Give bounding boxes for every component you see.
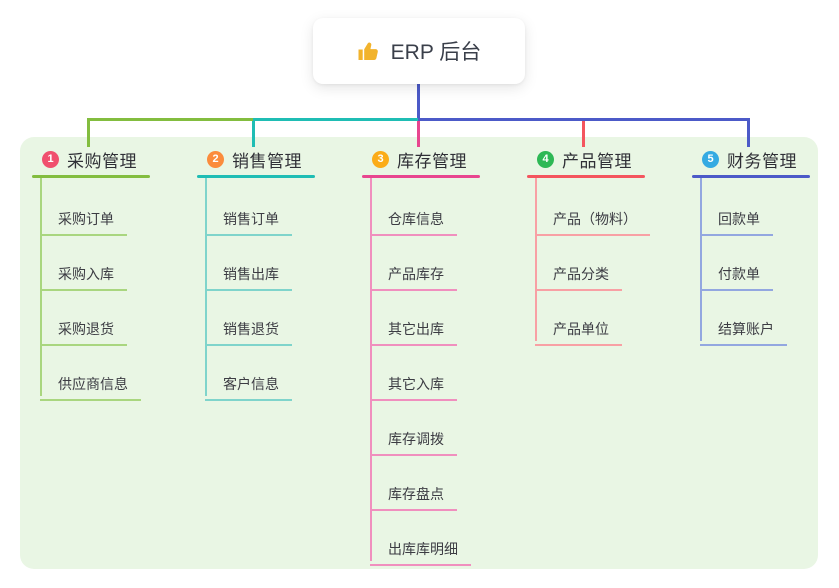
- node-child-3-5[interactable]: 库存调拨: [370, 423, 457, 456]
- branch-number-badge: 3: [372, 150, 389, 168]
- node-child-1-2[interactable]: 采购入库: [40, 258, 127, 291]
- node-child-5-1[interactable]: 回款单: [700, 203, 773, 236]
- root-node-erp-backend[interactable]: ERP 后台: [313, 18, 525, 84]
- branch-title-label: 库存管理: [397, 151, 467, 171]
- rail-segment-line: [253, 118, 420, 121]
- node-child-3-4[interactable]: 其它入库: [370, 368, 457, 401]
- branches-panel: [20, 137, 818, 569]
- node-child-4-2[interactable]: 产品分类: [535, 258, 622, 291]
- node-child-3-3[interactable]: 其它出库: [370, 313, 457, 346]
- node-child-3-7[interactable]: 出库库明细: [370, 533, 471, 566]
- node-child-1-3[interactable]: 采购退货: [40, 313, 127, 346]
- branch-drop-line: [581, 118, 585, 147]
- branch-underline: [692, 175, 810, 178]
- node-child-4-3[interactable]: 产品单位: [535, 313, 622, 346]
- branch-underline: [527, 175, 645, 178]
- branch-number-badge: 5: [702, 150, 719, 168]
- node-child-5-3[interactable]: 结算账户: [700, 313, 787, 346]
- branch-title-label: 销售管理: [232, 151, 302, 171]
- branch-drop-line: [746, 118, 750, 147]
- node-child-2-1[interactable]: 销售订单: [205, 203, 292, 236]
- node-child-1-4[interactable]: 供应商信息: [40, 368, 141, 401]
- node-child-5-2[interactable]: 付款单: [700, 258, 773, 291]
- branch-title-label: 财务管理: [727, 151, 797, 171]
- node-child-3-1[interactable]: 仓库信息: [370, 203, 457, 236]
- branch-drop-line: [416, 118, 420, 147]
- branch-children-vline: [40, 178, 42, 396]
- branch-underline: [197, 175, 315, 178]
- node-child-3-2[interactable]: 产品库存: [370, 258, 457, 291]
- node-branch-3[interactable]: 3 库存管理: [362, 146, 467, 172]
- branch-children-vline: [205, 178, 207, 396]
- node-branch-2[interactable]: 2 销售管理: [197, 146, 302, 172]
- node-child-2-3[interactable]: 销售退货: [205, 313, 292, 346]
- root-stem-line: [417, 84, 420, 118]
- thumbs-up-icon: [357, 39, 381, 63]
- rail-segment-line: [86, 118, 254, 121]
- node-child-4-1[interactable]: 产品（物料）: [535, 203, 650, 236]
- rail-segment-line: [418, 118, 750, 121]
- branch-children-vline: [370, 178, 372, 561]
- node-child-2-4[interactable]: 客户信息: [205, 368, 292, 401]
- branch-drop-line: [251, 118, 255, 147]
- branch-title-label: 采购管理: [67, 151, 137, 171]
- branch-number-badge: 1: [42, 150, 59, 168]
- node-branch-4[interactable]: 4 产品管理: [527, 146, 632, 172]
- branch-underline: [362, 175, 480, 178]
- node-branch-5[interactable]: 5 财务管理: [692, 146, 797, 172]
- node-child-2-2[interactable]: 销售出库: [205, 258, 292, 291]
- branch-underline: [32, 175, 150, 178]
- branch-number-badge: 2: [207, 150, 224, 168]
- node-branch-1[interactable]: 1 采购管理: [32, 146, 137, 172]
- branch-title-label: 产品管理: [562, 151, 632, 171]
- branch-children-vline: [535, 178, 537, 341]
- branch-number-badge: 4: [537, 150, 554, 168]
- branch-children-vline: [700, 178, 702, 341]
- branch-drop-line: [86, 118, 90, 147]
- node-child-1-1[interactable]: 采购订单: [40, 203, 127, 236]
- root-node-label: ERP 后台: [390, 41, 482, 64]
- node-child-3-6[interactable]: 库存盘点: [370, 478, 457, 511]
